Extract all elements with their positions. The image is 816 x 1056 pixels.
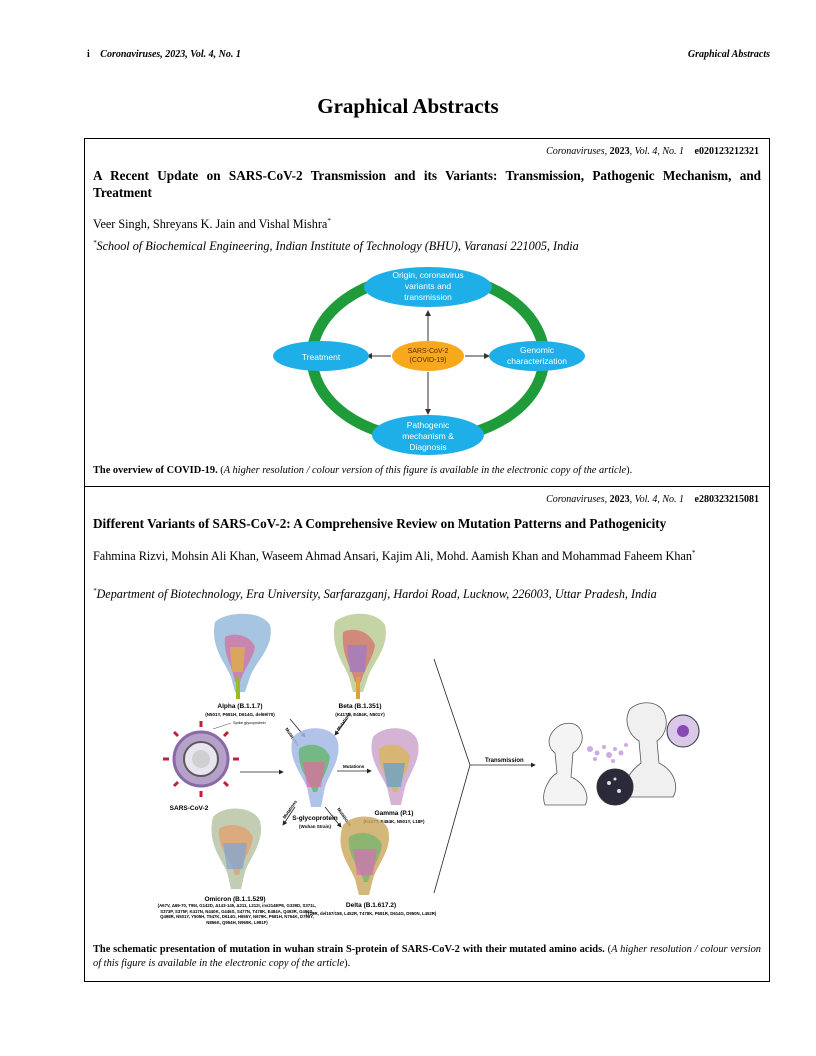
citation-year: 2023 xyxy=(609,146,630,157)
delta-mutations: (T19R, del157/158, L452R, T478K, P681R, … xyxy=(306,911,437,916)
article-affiliation: *Department of Biotechnology, Era Univer… xyxy=(93,587,761,602)
citation-journal: Coronaviruses, xyxy=(546,146,608,157)
omicron-mutations-box: (A67V, Δ69-70, T95I, G142D, Δ143-145, Δ2… xyxy=(157,903,317,925)
citation-volume: , Vol. 4, No. 1 xyxy=(629,494,685,505)
s-glycoprotein-label: S-glycoprotein xyxy=(292,815,338,822)
node-pathogenic-line1: Pathogenic xyxy=(407,420,450,430)
transmission-illustration xyxy=(543,702,700,806)
omicron-mutations: (A67V, Δ69-70, T95I, G142D, Δ143-145, Δ2… xyxy=(157,903,317,925)
caption-note: A higher resolution / colour version of … xyxy=(93,944,762,969)
beta-mutations: (K417N, E484K, N501Y) xyxy=(335,712,385,717)
citation-volume: , Vol. 4, No. 1 xyxy=(629,146,685,157)
covid-overview-diagram: Origin, coronavirus variants and transmi… xyxy=(273,267,585,455)
spike-glycoprotein-label: Spike glycoprotein xyxy=(233,720,266,725)
article-doi: e280323215081 xyxy=(694,494,759,505)
gamma-mutations: (K417T, E484K, N501Y, L18F) xyxy=(363,819,425,824)
affiliation-text: Department of Biotechnology, Era Univers… xyxy=(96,587,657,602)
omicron-spike-structure xyxy=(211,808,262,889)
caption-bold: The schematic presentation of mutation i… xyxy=(93,944,605,955)
page-number: i xyxy=(87,49,90,60)
gamma-label: Gamma (P.1) xyxy=(375,810,414,817)
beta-label: Beta (B.1.351) xyxy=(339,703,382,710)
affiliation-mark: * xyxy=(93,587,97,595)
wuhan-strain-label: (Wuhan Strain) xyxy=(299,824,331,829)
gamma-spike-structure xyxy=(371,728,419,805)
page-title: Graphical Abstracts xyxy=(317,94,499,118)
authors-text: Veer Singh, Shreyans K. Jain and Vishal … xyxy=(93,217,328,232)
alpha-mutations: (N501Y, P681H, D614G, del69/70) xyxy=(205,712,275,717)
citation: Coronaviruses, 2023, Vol. 4, No. 1 e0201… xyxy=(546,146,759,157)
virus-label: SARS-CoV-2 xyxy=(170,805,209,812)
citation-journal: Coronaviruses, xyxy=(546,494,608,505)
delta-label: Delta (B.1.617.2) xyxy=(346,902,396,909)
delta-spike-structure xyxy=(340,816,390,895)
arrow-delta xyxy=(324,806,342,828)
arrow-omicron xyxy=(282,806,296,826)
node-genomic xyxy=(489,341,585,371)
article-authors: Fahmina Rizvi, Mohsin Ali Khan, Waseem A… xyxy=(93,545,739,564)
affiliation-mark: * xyxy=(93,239,97,247)
running-header-left: i Coronaviruses, 2023, Vol. 4, No. 1 xyxy=(87,49,241,60)
omicron-label: Omicron (B.1.1.529) xyxy=(204,896,265,903)
article-doi: e020123212321 xyxy=(694,146,759,157)
node-pathogenic-line3: Diagnosis xyxy=(409,442,446,452)
caption-bold: The overview of COVID-19. xyxy=(93,465,218,476)
author-mark: * xyxy=(327,217,331,225)
mutations-label-gamma: Mutations xyxy=(343,764,365,769)
graphical-abstract-1: Coronaviruses, 2023, Vol. 4, No. 1 e0201… xyxy=(84,138,770,487)
affiliation-text: School of Biochemical Engineering, India… xyxy=(96,239,579,254)
arrow-beta xyxy=(334,718,348,736)
author-mark: * xyxy=(691,549,696,557)
graphical-abstract-2: Coronaviruses, 2023, Vol. 4, No. 1 e2803… xyxy=(84,486,770,982)
caption-note: A higher resolution / colour version of … xyxy=(223,465,627,476)
citation: Coronaviruses, 2023, Vol. 4, No. 1 e2803… xyxy=(546,494,759,505)
running-header-section: Graphical Abstracts xyxy=(687,49,770,60)
alpha-spike-structure xyxy=(213,613,271,699)
article-title: A Recent Update on SARS-CoV-2 Transmissi… xyxy=(93,168,761,200)
node-treatment xyxy=(273,341,369,371)
node-center xyxy=(392,341,464,371)
beta-spike-structure xyxy=(333,613,386,699)
figure-caption: The schematic presentation of mutation i… xyxy=(93,944,762,969)
article-authors: Veer Singh, Shreyans K. Jain and Vishal … xyxy=(93,213,739,232)
journal-reference: Coronaviruses, 2023, Vol. 4, No. 1 xyxy=(100,49,241,60)
figure-caption: The overview of COVID-19. (A higher reso… xyxy=(93,465,633,476)
alpha-label: Alpha (B.1.1.7) xyxy=(217,703,262,710)
node-origin-line2: variants and xyxy=(405,281,452,291)
wuhan-spike-structure xyxy=(291,728,339,807)
citation-year: 2023 xyxy=(609,494,630,505)
node-genomic-line2: characterization xyxy=(507,356,567,366)
article-affiliation: *School of Biochemical Engineering, Indi… xyxy=(93,239,761,254)
article-title: Different Variants of SARS-CoV-2: A Comp… xyxy=(93,516,667,531)
authors-text: Fahmina Rizvi, Mohsin Ali Khan, Waseem A… xyxy=(93,549,692,564)
sars-cov-2-virion xyxy=(163,721,239,797)
node-origin xyxy=(364,267,492,307)
node-treatment-label: Treatment xyxy=(302,352,341,362)
node-origin-line3: transmission xyxy=(404,292,452,302)
spike-pointer xyxy=(212,722,232,730)
node-center-line1: SARS-CoV-2 xyxy=(408,348,449,355)
node-center-line2: (COVID-19) xyxy=(410,357,447,364)
variants-figure: Alpha (B.1.1.7) (N501Y, P681H, D614G, de… xyxy=(157,613,700,925)
node-origin-line1: Origin, coronavirus xyxy=(392,270,463,280)
node-pathogenic xyxy=(372,415,484,455)
transmission-label: Transmission xyxy=(485,758,524,764)
node-genomic-line1: Genomic xyxy=(520,345,555,355)
node-pathogenic-line2: mechanism & xyxy=(402,431,454,441)
variant-bracket xyxy=(433,658,471,894)
